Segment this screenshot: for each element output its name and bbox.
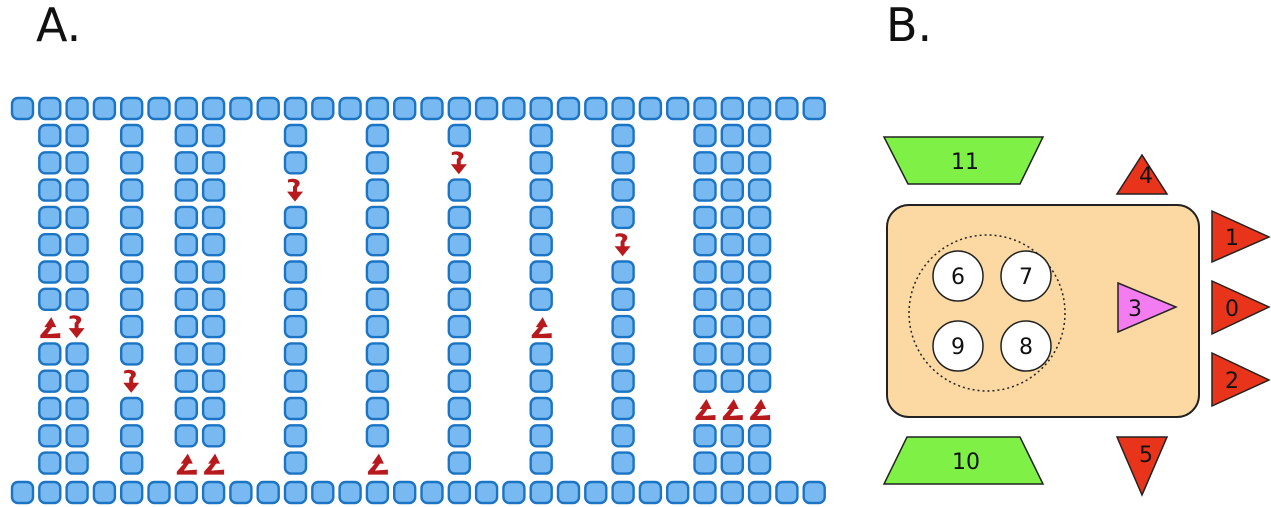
component-4: 4 (1117, 155, 1167, 194)
component-2-label: 2 (1225, 369, 1239, 394)
component-11-label: 11 (951, 150, 979, 175)
component-8-label: 8 (1019, 335, 1033, 360)
component-4-label: 4 (1139, 164, 1153, 189)
component-9: 9 (933, 321, 983, 371)
component-0-label: 0 (1225, 297, 1239, 322)
component-5-label: 5 (1139, 443, 1153, 468)
component-1-label: 1 (1225, 226, 1239, 251)
triangle-right-shape (1212, 211, 1269, 262)
component-7: 7 (1001, 251, 1051, 301)
component-2: 2 (1212, 353, 1269, 406)
component-1: 1 (1212, 211, 1269, 262)
component-11: 11 (884, 137, 1043, 184)
component-5: 5 (1117, 437, 1167, 495)
component-6: 6 (933, 251, 983, 301)
component-9-label: 9 (951, 335, 965, 360)
component-10-label: 10 (952, 450, 980, 475)
component-3-label: 3 (1128, 297, 1142, 322)
component-7-label: 7 (1019, 265, 1033, 290)
component-6-label: 6 (951, 265, 965, 290)
component-10: 10 (884, 437, 1043, 484)
triangle-right-shape (1212, 353, 1269, 406)
component-8: 8 (1001, 321, 1051, 371)
triangle-right-shape (1212, 281, 1269, 334)
component-0: 0 (1212, 281, 1269, 334)
